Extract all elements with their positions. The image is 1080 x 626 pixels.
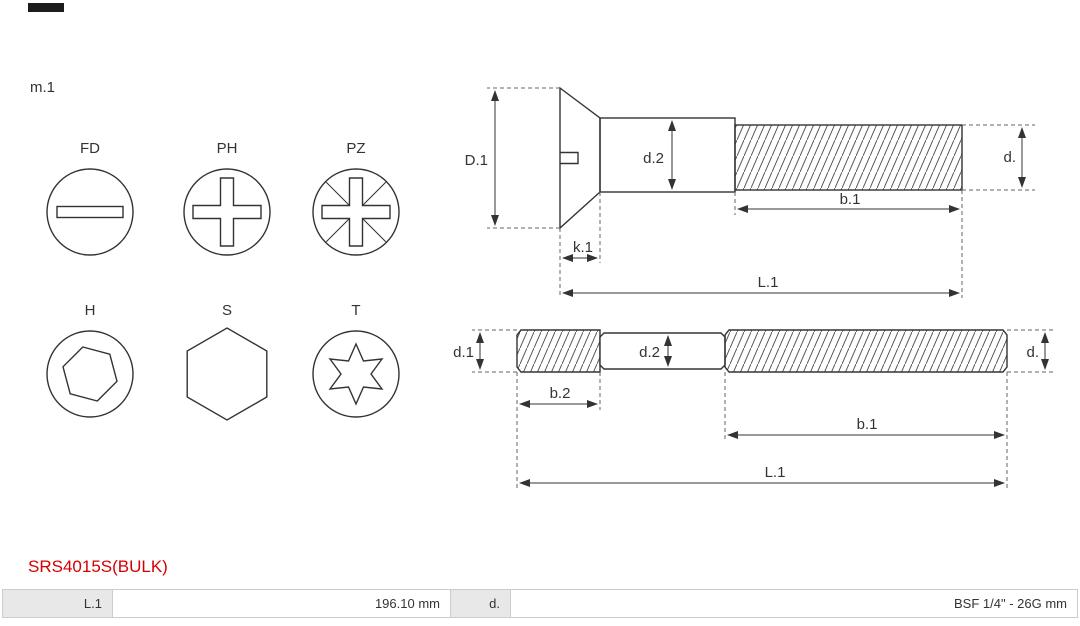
pozidriv-drive-icon bbox=[312, 168, 400, 256]
spec-value-L1: 196.10 mm bbox=[113, 590, 451, 617]
dim-label-d1-bottom: d.1 bbox=[453, 344, 474, 361]
drive-type-t: T bbox=[308, 300, 404, 422]
dim-label-d2-bottom: d.2 bbox=[639, 344, 660, 361]
hex-head-icon bbox=[186, 327, 268, 421]
dim-label-b1-bottom: b.1 bbox=[857, 416, 878, 433]
dim-label-b1-top: b.1 bbox=[840, 191, 861, 208]
drive-type-label: H bbox=[84, 302, 96, 319]
dim-label-b2: b.2 bbox=[550, 385, 571, 402]
dim-label-L1-bottom: L.1 bbox=[765, 464, 786, 481]
torx-drive-icon bbox=[312, 330, 400, 418]
drive-type-h: H bbox=[42, 300, 138, 422]
spec-label-L1: L.1 bbox=[3, 590, 113, 617]
drive-type-label: PH bbox=[216, 140, 238, 157]
spec-value-d: BSF 1/4" - 26G mm bbox=[511, 590, 1077, 617]
dim-label-d-bottom: d. bbox=[1026, 344, 1039, 361]
slotted-drive-icon bbox=[46, 168, 134, 256]
screw-dimension-diagram: D.1 d.2 d. b.1 k.1 L.1 bbox=[453, 86, 1055, 488]
drive-type-label: FD bbox=[80, 140, 100, 157]
corner-mark bbox=[28, 3, 64, 12]
hex-socket-drive-icon bbox=[46, 330, 134, 418]
dim-label-D1: D.1 bbox=[465, 152, 488, 169]
drive-type-pz: PZ bbox=[308, 138, 404, 260]
product-code: SRS4015S(BULK) bbox=[28, 557, 168, 576]
phillips-drive-icon bbox=[183, 168, 271, 256]
drive-type-label: T bbox=[351, 302, 361, 319]
dim-label-L1-top: L.1 bbox=[758, 274, 779, 291]
stud-drawing: d.1 d.2 d. b.2 b.1 L.1 bbox=[453, 329, 1055, 488]
dim-label-d-top: d. bbox=[1003, 149, 1016, 166]
variant-label: m.1 bbox=[30, 79, 56, 96]
dim-label-d2-top: d.2 bbox=[643, 150, 664, 167]
spec-table: L.1 196.10 mm d. BSF 1/4" - 26G mm bbox=[2, 589, 1078, 618]
spec-label-d: d. bbox=[451, 590, 511, 617]
drive-type-s: S bbox=[179, 300, 275, 422]
drive-type-label: S bbox=[221, 302, 232, 319]
dim-label-k1: k.1 bbox=[573, 239, 593, 256]
countersunk-screw-drawing: D.1 d.2 d. b.1 k.1 L.1 bbox=[465, 86, 1035, 298]
drive-type-fd: FD bbox=[42, 138, 138, 260]
drive-type-ph: PH bbox=[179, 138, 275, 260]
drive-type-label: PZ bbox=[346, 140, 366, 157]
